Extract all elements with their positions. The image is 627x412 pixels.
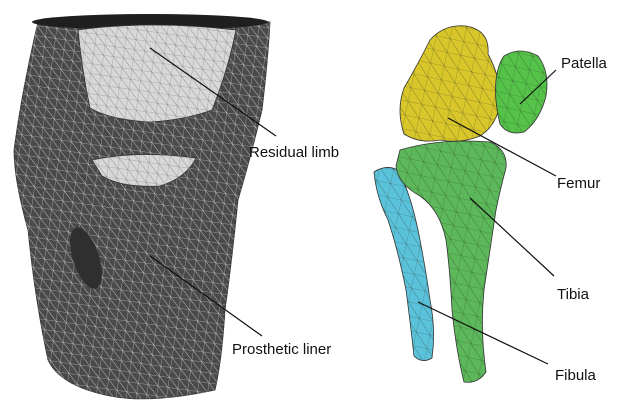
label-femur: Femur [557,176,600,191]
label-prosthetic-liner: Prosthetic liner [232,342,331,357]
label-patella: Patella [561,56,607,71]
label-fibula: Fibula [555,368,596,383]
knee-model [374,26,547,383]
label-tibia: Tibia [557,287,589,302]
label-residual-limb: Residual limb [249,145,339,160]
